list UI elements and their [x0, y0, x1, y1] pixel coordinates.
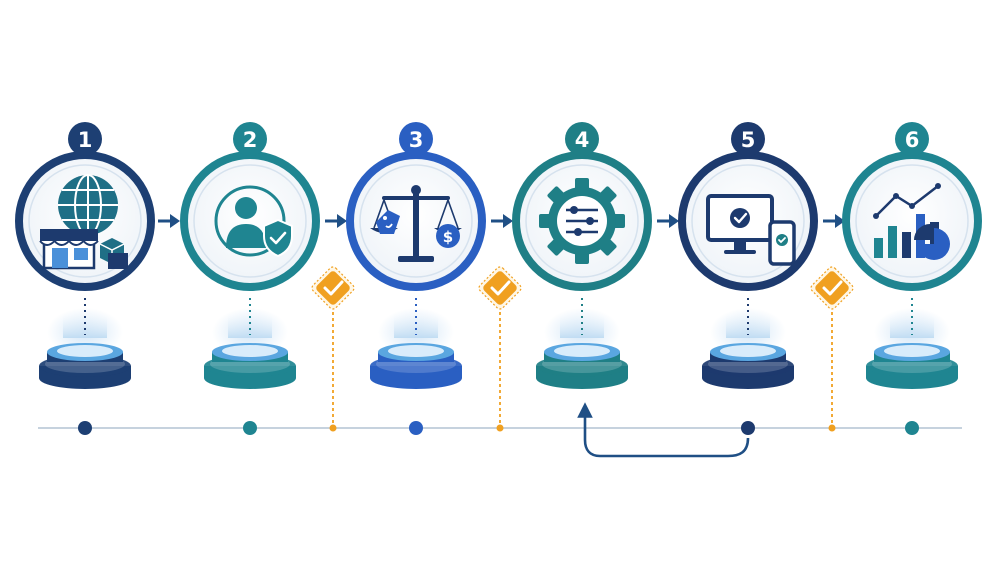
- arrow-5-6: [823, 214, 845, 228]
- step-3: $ 3: [346, 122, 486, 389]
- step-number-badge: [68, 122, 102, 156]
- timeline-node: [409, 421, 423, 435]
- step-5: 5: [678, 122, 818, 389]
- timeline-dots: [78, 421, 919, 435]
- gear-sliders-icon: [539, 178, 625, 264]
- svg-text:$: $: [443, 228, 453, 246]
- checkmark-diamond-icon: [316, 271, 350, 305]
- globe-storefront-icon: [39, 174, 128, 270]
- step-2: 2: [180, 122, 320, 389]
- steps: 1 2: [15, 122, 982, 389]
- pedestal: [204, 308, 296, 389]
- step-ring: [842, 151, 982, 291]
- step-number-badge: [233, 122, 267, 156]
- devices-check-icon: [706, 194, 796, 266]
- arrow-4-5: [657, 214, 679, 228]
- pedestal: [536, 308, 628, 389]
- step-number-badge: [731, 122, 765, 156]
- step-ring: [180, 151, 320, 291]
- step-number: 3: [409, 128, 424, 152]
- user-shield-icon: [214, 185, 293, 258]
- step-number: 2: [243, 128, 258, 152]
- timeline-node: [78, 421, 92, 435]
- arrow-3-4: [491, 214, 513, 228]
- timeline-node: [741, 421, 755, 435]
- checkpoint-2: [478, 266, 522, 432]
- checkpoint-1: [311, 266, 355, 432]
- pedestal: [866, 308, 958, 389]
- step-number-badge: [399, 122, 433, 156]
- step-number: 4: [575, 128, 590, 152]
- step-4: 4: [512, 122, 652, 389]
- step-6: 6: [842, 122, 982, 389]
- step-number-badge: [895, 122, 929, 156]
- step-number-badge: [565, 122, 599, 156]
- balance-scale-icon: $: [370, 185, 462, 262]
- checkmark-diamond-icon: [483, 271, 517, 305]
- pedestal: [702, 308, 794, 389]
- timeline-node: [243, 421, 257, 435]
- analytics-chart-icon: [873, 183, 950, 260]
- flow-arrows: [158, 214, 845, 228]
- return-loop-arrow-icon: [577, 402, 750, 458]
- arrow-1-2: [158, 214, 180, 228]
- step-number: 1: [78, 128, 93, 152]
- checkpoint-3: [810, 266, 854, 432]
- pedestal: [39, 308, 131, 389]
- arrow-2-3: [325, 214, 347, 228]
- step-number: 5: [741, 128, 756, 152]
- step-number: 6: [905, 128, 920, 152]
- timeline-node: [905, 421, 919, 435]
- step-1: 1: [15, 122, 155, 389]
- checkmark-diamond-icon: [815, 271, 849, 305]
- pedestal: [370, 308, 462, 389]
